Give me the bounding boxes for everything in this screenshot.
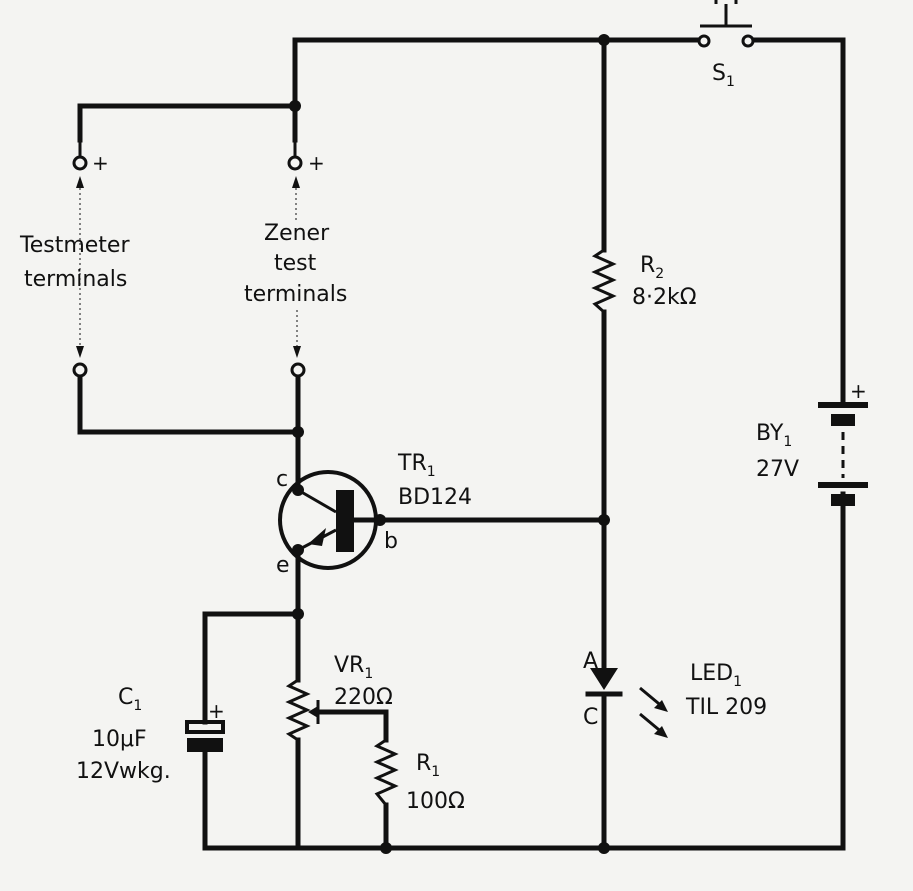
battery-cell-bottom-short: [831, 494, 855, 506]
led-cathode-label: C: [583, 705, 598, 730]
junction-dot: [380, 842, 392, 854]
battery-cell-top-long: [818, 402, 868, 408]
zener-arrow-up: [292, 176, 300, 188]
resistor-r1-value: 100Ω: [406, 789, 465, 814]
transistor-tr1: c e b TR1 BD124: [276, 451, 472, 578]
wire-top-right: [745, 37, 846, 405]
capacitor-designator: C1: [118, 685, 142, 714]
testmeter-arrow-up: [76, 176, 84, 188]
battery-by1: + BY1 27V: [756, 379, 868, 506]
zener-terminals: + Zener test terminals: [244, 140, 347, 378]
transistor-emitter-arrow: [308, 528, 326, 546]
junction-dot: [292, 544, 304, 556]
transistor-designator: TR1: [397, 451, 436, 480]
capacitor-rating: 12Vwkg.: [76, 759, 171, 784]
led-light-arrow-2: [654, 726, 668, 738]
terminal-zener-top: [287, 155, 303, 171]
switch-label: S1: [712, 61, 735, 90]
wire-battery-bottom: [202, 491, 846, 851]
switch-contact-right: [741, 34, 755, 48]
battery-designator: BY1: [756, 421, 792, 450]
pot-zigzag: [285, 678, 311, 742]
terminal-testmeter-top: [72, 155, 88, 171]
resistor-r1-zigzag: [373, 738, 399, 806]
led-1: A C LED1 TIL 209: [583, 649, 767, 738]
pot-designator: VR1: [334, 653, 373, 682]
resistor-r1: R1 100Ω: [373, 738, 465, 814]
led-designator: LED1: [690, 661, 742, 690]
zener-arrow-down: [293, 346, 301, 358]
led-triangle: [590, 668, 618, 690]
junction-dots: [289, 34, 610, 854]
battery-cell-bottom-long: [818, 482, 868, 488]
wires: [77, 37, 846, 851]
terminal-testmeter-bottom: [72, 362, 88, 378]
zener-label-line2: test: [274, 251, 317, 276]
zener-plus: +: [308, 151, 325, 175]
junction-dot: [598, 514, 610, 526]
resistor-r2: R2 8·2kΩ: [591, 248, 697, 314]
wire-testmeter-bottom: [77, 373, 301, 435]
capacitor-plate-bottom: [187, 738, 223, 752]
resistor-r2-zigzag: [591, 248, 617, 314]
wire-top-left: [292, 37, 703, 143]
switch-contact-left: [697, 34, 711, 48]
capacitor-value: 10μF: [92, 727, 147, 752]
potentiometer-vr1: VR1 220Ω: [285, 653, 393, 742]
terminal-zener-bottom: [290, 362, 306, 378]
junction-dot: [598, 34, 610, 46]
transistor-pin-e: e: [276, 553, 290, 578]
testmeter-plus: +: [92, 151, 109, 175]
wire-testmeter-top: [77, 103, 298, 143]
wire-cap-top: [202, 611, 301, 708]
transistor-pin-b: b: [384, 529, 398, 554]
junction-dot: [292, 608, 304, 620]
zener-label-line3: terminals: [244, 282, 347, 307]
led-anode-label: A: [583, 649, 598, 674]
pot-value: 220Ω: [334, 685, 393, 710]
zener-label-line1: Zener: [264, 221, 330, 246]
capacitor-c1: + C1 10μF 12Vwkg.: [76, 685, 225, 784]
wire-wiper-to-r1: [315, 709, 389, 743]
battery-plus: +: [850, 379, 867, 403]
resistor-r2-value: 8·2kΩ: [632, 285, 697, 310]
battery-cell-top-short: [831, 414, 855, 426]
resistor-r2-designator: R2: [640, 253, 664, 282]
battery-voltage: 27V: [756, 457, 799, 482]
junction-dot: [292, 426, 304, 438]
transistor-collector-lead: [297, 488, 337, 514]
transistor-part: BD124: [398, 485, 472, 510]
transistor-pin-c: c: [276, 467, 288, 492]
resistor-r1-designator: R1: [416, 751, 440, 780]
testmeter-arrow-down: [76, 346, 84, 358]
junction-dot: [598, 842, 610, 854]
testmeter-label-line2: terminals: [24, 267, 127, 292]
junction-dot: [374, 514, 386, 526]
pot-wiper-arrow: [308, 706, 318, 718]
led-light-arrow-1: [654, 700, 668, 712]
testmeter-label-line1: Testmeter: [19, 233, 130, 258]
capacitor-plus: +: [208, 699, 225, 723]
led-part: TIL 209: [685, 695, 767, 720]
transistor-base-bar: [336, 490, 354, 552]
junction-dot: [289, 100, 301, 112]
testmeter-terminals: + Testmeter terminals: [19, 140, 130, 378]
switch-s1: S1: [697, 0, 755, 90]
junction-dot: [292, 484, 304, 496]
